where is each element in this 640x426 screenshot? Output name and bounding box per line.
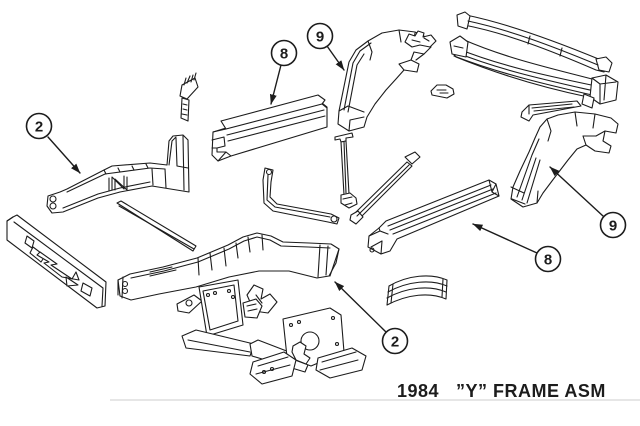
part-side-rail-front-left [46,134,190,214]
part-vertical-strut [334,132,358,209]
callout-label: 2 [35,119,43,136]
callout-9-right: 9 [549,166,627,239]
callout-2-bottom: 2 [334,281,409,355]
part-small-bracket [404,30,437,48]
callout-label: 9 [609,218,617,235]
callout-label: 8 [544,252,552,269]
callout-label: 9 [316,29,324,46]
callout-layer: 2 8 9 9 8 [25,22,627,355]
part-comb-bracket [179,72,199,122]
part-leaf-stack [386,275,448,306]
callout-8-top: 8 [269,39,298,105]
callout-label: 8 [280,46,288,63]
callout-label: 2 [391,334,399,351]
part-crossmember-assembly [176,279,367,385]
part-bent-link [262,167,340,225]
drawing-layer: 2 8 9 9 8 [6,11,627,385]
part-box-rail-right [367,179,500,255]
part-gusset-plate [6,214,107,309]
caption-title: ”Y” FRAME ASM [456,381,606,401]
part-small-clip [430,84,455,99]
part-thin-bar [116,200,197,252]
callout-2-left: 2 [25,112,81,174]
callout-8-right: 8 [472,223,562,273]
part-side-rail-rear [117,232,340,301]
part-sill-strip [520,100,582,122]
callout-9-top: 9 [306,22,345,71]
part-kickup-rail-right [510,111,619,208]
part-box-rail-left [211,94,328,162]
part-diagonal-rod [349,151,421,225]
part-lower-crossmember [449,35,619,109]
part-kickup-rail-left [337,29,432,132]
part-upper-crossmember [456,11,613,73]
caption-year: 1984 [397,381,439,401]
